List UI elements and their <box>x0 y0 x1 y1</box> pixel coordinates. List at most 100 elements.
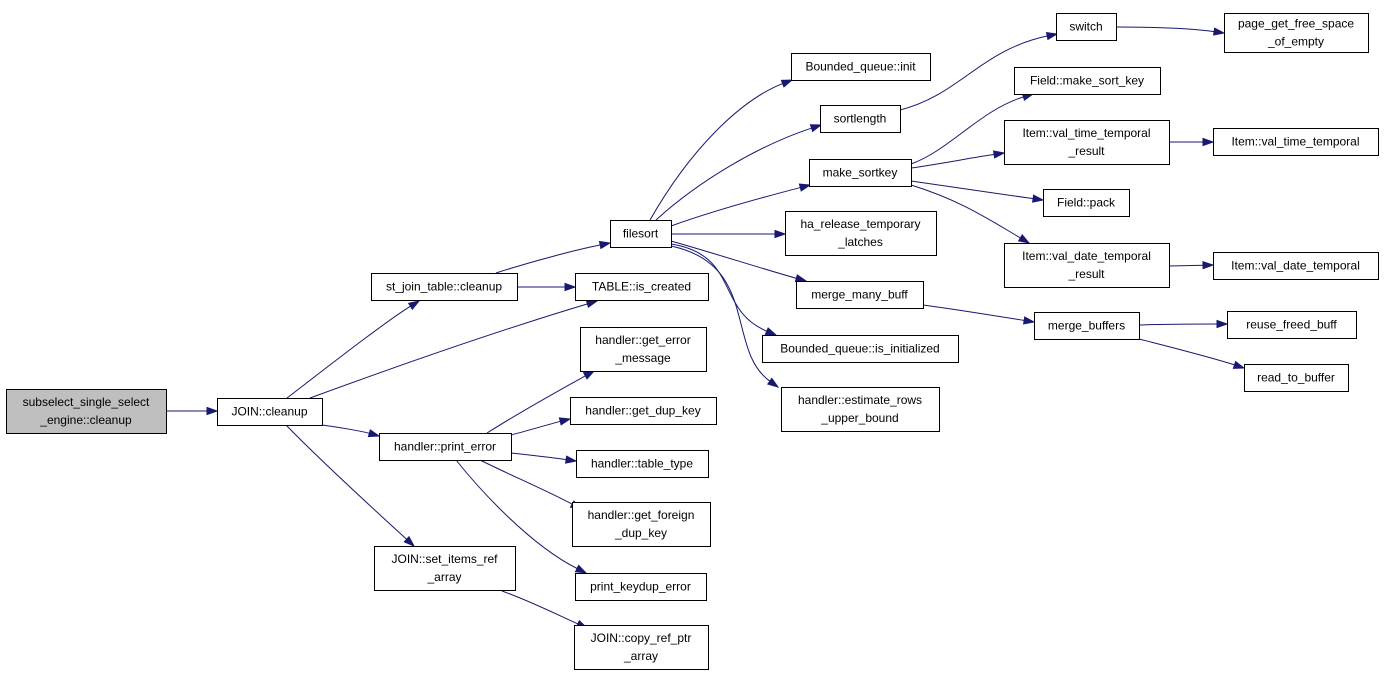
node-label: JOIN::cleanup <box>231 405 307 419</box>
node-label: Item::val_time_temporal <box>1231 135 1359 149</box>
node-box <box>217 398 323 426</box>
edge-line <box>479 459 574 506</box>
edge-line <box>495 244 602 274</box>
node-label: Bounded_queue::is_initialized <box>780 342 939 356</box>
node-filesort[interactable]: filesort <box>610 220 672 248</box>
node-label: sortlength <box>834 112 887 126</box>
node-box <box>1004 120 1170 165</box>
node-table-is-created[interactable]: TABLE::is_created <box>575 273 709 301</box>
edge-filesort-to-make_sortkey <box>670 183 812 227</box>
node-label: Item::val_date_temporal <box>1022 249 1151 263</box>
node-switch[interactable]: switch <box>1056 13 1117 41</box>
node-item-val-date-temporal-result[interactable]: Item::val_date_temporal_result <box>1004 243 1170 288</box>
node-box <box>1213 128 1379 156</box>
node-box <box>6 389 167 434</box>
node-sortlength[interactable]: sortlength <box>820 105 901 133</box>
node-handler-print-error[interactable]: handler::print_error <box>379 433 512 461</box>
node-root[interactable]: subselect_single_select_engine::cleanup <box>6 389 167 434</box>
arrowhead <box>558 417 572 426</box>
node-label: page_get_free_space <box>1238 17 1354 31</box>
edge-line <box>1168 264 1205 267</box>
node-field-pack[interactable]: Field::pack <box>1043 189 1130 217</box>
arrowhead <box>1017 234 1031 244</box>
edge-line <box>899 35 1049 111</box>
node-box <box>575 573 707 601</box>
edge-line <box>1115 26 1216 33</box>
node-reuse-freed-buff[interactable]: reuse_freed_buff <box>1227 311 1357 339</box>
node-merge-many-buff[interactable]: merge_many_buff <box>796 281 924 309</box>
edge-line <box>910 96 1025 165</box>
node-item-val-time-temporal-result[interactable]: Item::val_time_temporal_result <box>1004 120 1170 165</box>
edge-join_cleanup-to-table_is_created <box>309 299 599 399</box>
arrowhead <box>766 377 780 388</box>
node-item-val-time-temporal[interactable]: Item::val_time_temporal <box>1213 128 1379 156</box>
node-box <box>1004 243 1170 288</box>
node-handler-get-foreign-dup-key[interactable]: handler::get_foreign_dup_key <box>572 502 711 547</box>
arrowhead <box>367 429 381 438</box>
node-label: _upper_bound <box>820 411 898 425</box>
node-read-to-buffer[interactable]: read_to_buffer <box>1244 364 1349 392</box>
arrowhead <box>585 299 599 309</box>
edge-line <box>910 180 1035 200</box>
edge-line <box>670 243 768 333</box>
edge-line <box>910 184 1022 239</box>
node-ha-release-temporary-latches[interactable]: ha_release_temporary_latches <box>785 211 937 256</box>
node-box <box>820 105 901 133</box>
node-join-copy-ref-ptr-array[interactable]: JOIN::copy_ref_ptr_array <box>574 625 709 670</box>
node-field-make-sort-key[interactable]: Field::make_sort_key <box>1014 67 1161 95</box>
edge-line <box>910 153 996 169</box>
edge-line <box>670 240 798 280</box>
edge-switch-to-page_get_free_space_of_empty <box>1115 26 1226 36</box>
node-bounded-queue-is-initialized[interactable]: Bounded_queue::is_initialized <box>762 335 959 363</box>
node-label: subselect_single_select <box>23 395 150 409</box>
node-label: merge_buffers <box>1048 319 1125 333</box>
node-label: st_join_table::cleanup <box>386 280 502 294</box>
node-box <box>379 433 512 461</box>
edge-line <box>486 374 587 434</box>
node-label: TABLE::is_created <box>592 280 691 294</box>
arrowhead <box>407 300 421 311</box>
node-label: print_keydup_error <box>590 580 691 594</box>
node-handler-get-dup-key[interactable]: handler::get_dup_key <box>570 397 717 425</box>
node-label: _result <box>1067 267 1105 281</box>
node-item-val-date-temporal[interactable]: Item::val_date_temporal <box>1213 252 1379 280</box>
arrowhead <box>809 124 823 133</box>
node-handler-estimate-rows-upper-bound[interactable]: handler::estimate_rows_upper_bound <box>781 387 940 432</box>
node-label: _dup_key <box>614 526 667 540</box>
edge-join_cleanup-to-st_join_table_cleanup <box>286 300 421 399</box>
nodes-layer: subselect_single_select_engine::cleanupJ… <box>6 13 1379 670</box>
node-label: _message <box>614 351 671 365</box>
node-box <box>575 273 709 301</box>
node-join-set-items-ref-array[interactable]: JOIN::set_items_ref_array <box>374 546 516 591</box>
node-make-sortkey[interactable]: make_sortkey <box>809 159 912 187</box>
arrowhead <box>1202 137 1215 147</box>
node-print-keydup-error[interactable]: print_keydup_error <box>575 573 707 601</box>
arrowhead <box>598 240 612 250</box>
node-label: ha_release_temporary <box>800 217 920 231</box>
node-handler-get-error-message[interactable]: handler::get_error_message <box>580 327 707 372</box>
node-bounded-queue-init[interactable]: Bounded_queue::init <box>791 53 931 81</box>
edge-make_sortkey-to-item_val_time_temporal_result <box>910 150 1006 169</box>
node-box <box>1213 252 1379 280</box>
node-handler-table-type[interactable]: handler::table_type <box>576 450 709 478</box>
edge-line <box>510 420 562 436</box>
edge-line <box>649 82 784 221</box>
node-label: read_to_buffer <box>1257 371 1335 385</box>
node-join-cleanup[interactable]: JOIN::cleanup <box>217 398 323 426</box>
edge-make_sortkey-to-item_val_date_temporal_result <box>910 184 1031 244</box>
edge-filesort-to-ha_release_temporary_latches <box>671 229 787 239</box>
node-box <box>1014 67 1161 95</box>
node-box <box>572 502 711 547</box>
node-label: Item::val_time_temporal <box>1022 126 1150 140</box>
node-box <box>796 281 924 309</box>
edge-join_cleanup-to-join_set_items_ref_array <box>285 424 416 548</box>
edge-line <box>321 424 371 434</box>
node-st-join-table-cleanup[interactable]: st_join_table::cleanup <box>371 273 518 301</box>
edge-line <box>1138 323 1219 326</box>
edge-handler_print_error-to-handler_get_foreign_dup_key <box>479 459 583 510</box>
node-box <box>570 397 717 425</box>
node-merge-buffers[interactable]: merge_buffers <box>1034 312 1140 340</box>
node-label: _result <box>1067 144 1105 158</box>
arrowhead <box>564 282 577 292</box>
node-page-get-free-space-of-empty[interactable]: page_get_free_space_of_empty <box>1224 13 1369 53</box>
